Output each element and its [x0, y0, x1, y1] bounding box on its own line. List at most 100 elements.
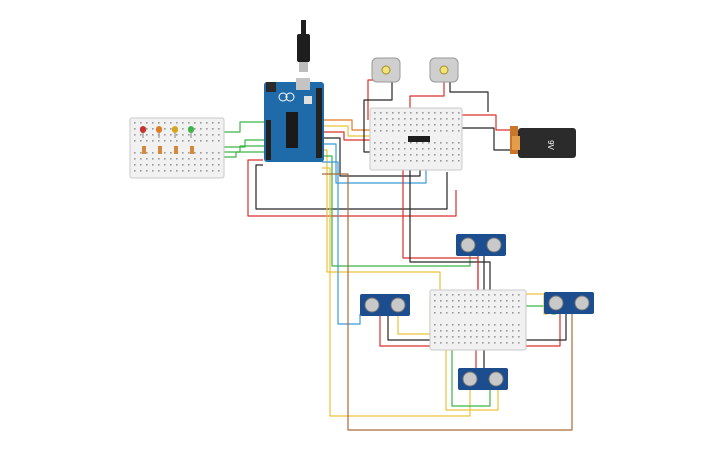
breadboard-hole [488, 342, 490, 344]
wire-black-right-sensor[interactable] [524, 314, 567, 341]
resistor-2[interactable] [158, 146, 162, 154]
wire-green-led-4[interactable] [222, 151, 267, 158]
wire-red-power-loop[interactable] [247, 159, 457, 217]
battery-body [518, 128, 576, 158]
breadboard-hole [446, 342, 448, 344]
breadboard-hole [434, 342, 436, 344]
breadboard-hole [182, 158, 184, 160]
breadboard-hole [488, 294, 490, 296]
ultrasonic-sensor-top-receiver [486, 237, 502, 253]
breadboard-hole [374, 124, 376, 126]
breadboard-hole [194, 128, 196, 130]
breadboard-hole [458, 306, 460, 308]
breadboard-hole [152, 158, 154, 160]
led-red[interactable] [140, 126, 146, 138]
breadboard-hole [440, 342, 442, 344]
breadboard-hole [458, 130, 460, 132]
breadboard-hole [146, 140, 148, 142]
breadboard-hole [506, 306, 508, 308]
dc-motor-2[interactable] [429, 57, 459, 83]
wire-yellow-sensor-long[interactable] [322, 167, 471, 417]
breadboard-hole [146, 128, 148, 130]
breadboard-hole [464, 330, 466, 332]
wire-green-led-1[interactable] [222, 121, 267, 133]
breadboard-hole [374, 160, 376, 162]
breadboard-hole [140, 152, 142, 154]
breadboard-hole [470, 342, 472, 344]
wire-green-led-3[interactable] [222, 145, 267, 153]
arduino-reset-button[interactable] [304, 96, 312, 104]
breadboard-hole [392, 118, 394, 120]
breadboard-hole [446, 336, 448, 338]
breadboard-hole [476, 306, 478, 308]
breadboard-hole [410, 160, 412, 162]
breadboard-hole [464, 300, 466, 302]
breadboard-hole [404, 112, 406, 114]
breadboard-hole [428, 148, 430, 150]
breadboard-hole [218, 122, 220, 124]
dc-motor-1[interactable] [371, 57, 401, 83]
sensor-breadboard[interactable] [429, 289, 527, 351]
breadboard-hole [380, 148, 382, 150]
wire-green-bottom-sensor[interactable] [451, 350, 491, 407]
battery-9v[interactable]: 9V [510, 126, 576, 158]
ultrasonic-sensor-right[interactable] [544, 292, 594, 314]
wire-black-drop[interactable] [409, 160, 491, 292]
breadboard-hole [200, 122, 202, 124]
led-breadboard[interactable] [129, 117, 225, 179]
wire-battery-black[interactable] [458, 127, 514, 151]
wire-red-left-sensor[interactable] [378, 313, 432, 347]
breadboard-hole [494, 294, 496, 296]
led-green[interactable] [188, 126, 194, 138]
breadboard-hole [410, 118, 412, 120]
breadboard-hole [416, 124, 418, 126]
breadboard-hole [440, 118, 442, 120]
wire-motor-1-black[interactable] [363, 80, 393, 153]
wire-red-right-sensor[interactable] [524, 314, 561, 347]
resistor-1[interactable] [142, 146, 146, 154]
ultrasonic-sensor-bottom[interactable] [458, 368, 508, 390]
breadboard-hole [422, 154, 424, 156]
wire-green-sensor[interactable] [322, 155, 471, 267]
usb-plug[interactable] [297, 34, 310, 62]
wire-brown-sensor-long[interactable] [322, 173, 573, 431]
breadboard-hole [452, 300, 454, 302]
breadboard-hole [470, 294, 472, 296]
breadboard-hole [374, 112, 376, 114]
ultrasonic-sensor-left-emitter [364, 297, 380, 313]
breadboard-hole [470, 330, 472, 332]
wire-black-left-sensor[interactable] [386, 313, 432, 341]
resistor-4[interactable] [190, 146, 194, 154]
breadboard-hole [458, 124, 460, 126]
arduino-uno[interactable] [264, 20, 324, 162]
led-yellow[interactable] [172, 126, 178, 138]
wire-green-led-2[interactable] [222, 139, 267, 148]
arduino-power-header[interactable] [266, 120, 271, 160]
breadboard-hole [410, 124, 412, 126]
breadboard-hole [428, 124, 430, 126]
breadboard-hole [434, 324, 436, 326]
motor-breadboard[interactable] [369, 107, 463, 171]
wire-black-ground-loop[interactable] [255, 164, 448, 210]
wire-yellow-bottom-sensor[interactable] [445, 350, 499, 411]
wire-orange-motor[interactable] [322, 119, 372, 131]
resistor-3[interactable] [174, 146, 178, 154]
wire-battery-red[interactable] [458, 114, 514, 131]
ultrasonic-sensor-top[interactable] [456, 234, 506, 256]
led-orange[interactable] [156, 126, 162, 138]
breadboard-hole [482, 342, 484, 344]
arduino-digital-header[interactable] [316, 88, 322, 158]
breadboard-hole [218, 158, 220, 160]
wire-motor-2-black[interactable] [449, 80, 489, 112]
motor-driver-chip[interactable] [408, 136, 430, 142]
wire-blue-sensor[interactable] [322, 161, 361, 325]
breadboard-hole [434, 142, 436, 144]
wire-blue-motor[interactable] [322, 143, 427, 184]
breadboard-hole [488, 324, 490, 326]
breadboard-hole [182, 152, 184, 154]
ultrasonic-sensor-left[interactable] [360, 294, 410, 316]
wire-yellow-sensor[interactable] [322, 149, 441, 290]
breadboard-hole [428, 142, 430, 144]
breadboard-hole [416, 142, 418, 144]
ultrasonic-sensor-bottom-receiver [488, 371, 504, 387]
